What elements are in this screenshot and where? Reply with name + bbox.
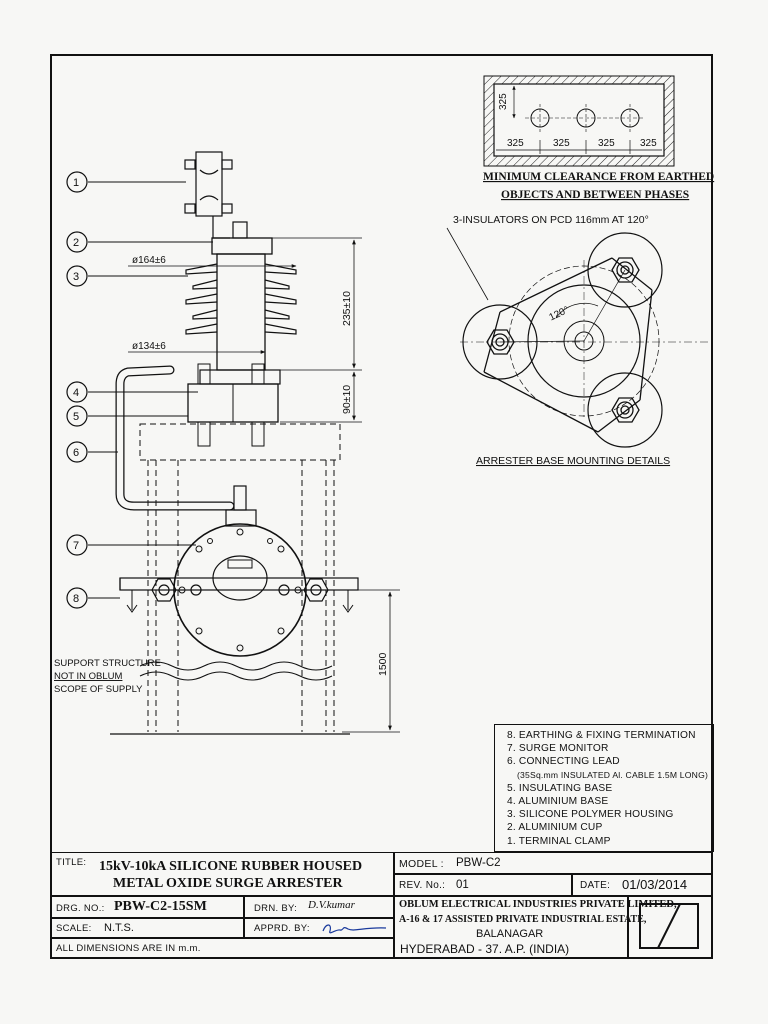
drg-no-label: DRG. NO.:: [56, 903, 105, 914]
drn-by-cell: DRN. BY: D.V.kumar: [243, 895, 395, 919]
clearance-title-line2: OBJECTS AND BETWEEN PHASES: [501, 189, 689, 201]
parts-list-item: 6. CONNECTING LEAD: [507, 756, 620, 768]
parts-list: 8. EARTHING & FIXING TERMINATION 7. SURG…: [494, 724, 714, 852]
callout-6: 6: [73, 447, 79, 459]
drawing-title-line2: METAL OXIDE SURGE ARRESTER: [113, 876, 343, 891]
parts-list-item: 2. ALUMINIUM CUP: [507, 822, 603, 834]
support-note-line2: NOT IN OBLUM: [54, 671, 123, 682]
dim-dia-bottom: ø134±6: [132, 341, 166, 352]
dims-note-cell: ALL DIMENSIONS ARE IN m.m.: [50, 937, 395, 959]
clearance-title-line1: MINIMUM CLEARANCE FROM EARTHED: [483, 171, 714, 183]
model-value: PBW-C2: [456, 857, 501, 869]
apprd-by-cell: APPRD. BY:: [243, 917, 395, 939]
company-address-line1: A-16 & 17 ASSISTED PRIVATE INDUSTRIAL ES…: [399, 914, 647, 925]
dim-height-structure: 1500: [377, 652, 389, 676]
title-label: TITLE:: [56, 857, 87, 868]
clearance-dim-4: 325: [640, 138, 657, 149]
date-value: 01/03/2014: [622, 877, 688, 892]
callout-1: 1: [73, 177, 79, 189]
company-address-line3: HYDERABAD - 37. A.P. (INDIA): [400, 942, 570, 956]
clearance-dim-1: 325: [507, 138, 524, 149]
base-mounting-detail: 3-INSULATORS ON PCD 116mm AT 120°: [446, 214, 708, 467]
model-label: MODEL :: [399, 858, 444, 870]
dims-note: ALL DIMENSIONS ARE IN m.m.: [56, 943, 201, 954]
apprd-by-label: APPRD. BY:: [254, 923, 310, 934]
arrester-elevation: 1 2 3 4 5 6 7 8 ø164±6 ø134±6: [54, 151, 400, 735]
date-label: DATE:: [580, 880, 611, 891]
company-cell: OBLUM ELECTRICAL INDUSTRIES PRIVATE LIMI…: [393, 895, 677, 959]
rev-value: 01: [456, 879, 469, 891]
clearance-dim-2: 325: [553, 138, 570, 149]
company-address-line2: BALANAGAR: [476, 928, 544, 940]
parts-list-item: 3. SILICONE POLYMER HOUSING: [507, 809, 674, 821]
callout-bubbles: [66, 171, 88, 609]
dim-height-base: 90±10: [341, 385, 353, 414]
date-cell: DATE: 01/03/2014: [571, 873, 713, 897]
base-detail-note: 3-INSULATORS ON PCD 116mm AT 120°: [453, 214, 649, 226]
base-angle-label: 120°: [547, 305, 570, 324]
dim-height-housing: 235±10: [341, 291, 353, 326]
clearance-vertical-dim: 325: [498, 93, 509, 110]
callout-5: 5: [73, 411, 79, 423]
callout-2: 2: [73, 237, 79, 249]
sheds: [185, 263, 297, 335]
title-cell: TITLE: 15kV-10kA SILICONE RUBBER HOUSED …: [50, 852, 395, 897]
model-cell: MODEL : PBW-C2: [393, 852, 713, 875]
rev-label: REV. No.:: [399, 880, 446, 891]
callout-8: 8: [73, 593, 79, 605]
parts-list-item: 8. EARTHING & FIXING TERMINATION: [507, 730, 696, 741]
terminal-clamp: [184, 151, 233, 239]
parts-list-item: 5. INSULATING BASE: [507, 782, 613, 794]
drg-no-value: PBW-C2-15SM: [114, 899, 207, 914]
parts-list-item: 7. SURGE MONITOR: [507, 743, 609, 755]
drawing-title-line1: 15kV-10kA SILICONE RUBBER HOUSED: [99, 859, 363, 874]
drn-by-label: DRN. BY:: [254, 903, 298, 914]
support-note-line3: SCOPE OF SUPPLY: [54, 684, 143, 695]
callout-4: 4: [73, 387, 79, 399]
dim-dia-top: ø164±6: [132, 255, 166, 266]
clearance-detail: 325 325 325 325 325 MINIMUM CLEARANCE FR…: [483, 75, 714, 201]
scale-label: SCALE:: [56, 923, 92, 934]
apprd-signature: [322, 924, 387, 934]
drg-no-cell: DRG. NO.: PBW-C2-15SM: [50, 895, 245, 919]
company-logo: [639, 903, 699, 949]
support-note-line1: SUPPORT STRUCTURE: [54, 658, 161, 669]
callout-7: 7: [73, 540, 79, 552]
scale-value: N.T.S.: [104, 922, 134, 934]
base-detail-caption: ARRESTER BASE MOUNTING DETAILS: [476, 455, 670, 467]
title-block: TITLE: 15kV-10kA SILICONE RUBBER HOUSED …: [50, 852, 713, 959]
drn-by-signature: D.V.kumar: [308, 899, 355, 911]
callout-3: 3: [73, 271, 79, 283]
company-name: OBLUM ELECTRICAL INDUSTRIES PRIVATE LIMI…: [399, 899, 677, 910]
company-logo-cell: [627, 895, 713, 959]
parts-list-item: 4. ALUMINIUM BASE: [507, 796, 609, 808]
parts-list-item: 1. TERMINAL CLAMP: [507, 835, 611, 847]
rev-cell: REV. No.: 01: [393, 873, 573, 897]
clearance-dim-3: 325: [598, 138, 615, 149]
scale-cell: SCALE: N.T.S.: [50, 917, 245, 939]
parts-list-item-note: (35Sq.mm INSULATED Al. CABLE 1.5M LONG): [517, 769, 709, 780]
